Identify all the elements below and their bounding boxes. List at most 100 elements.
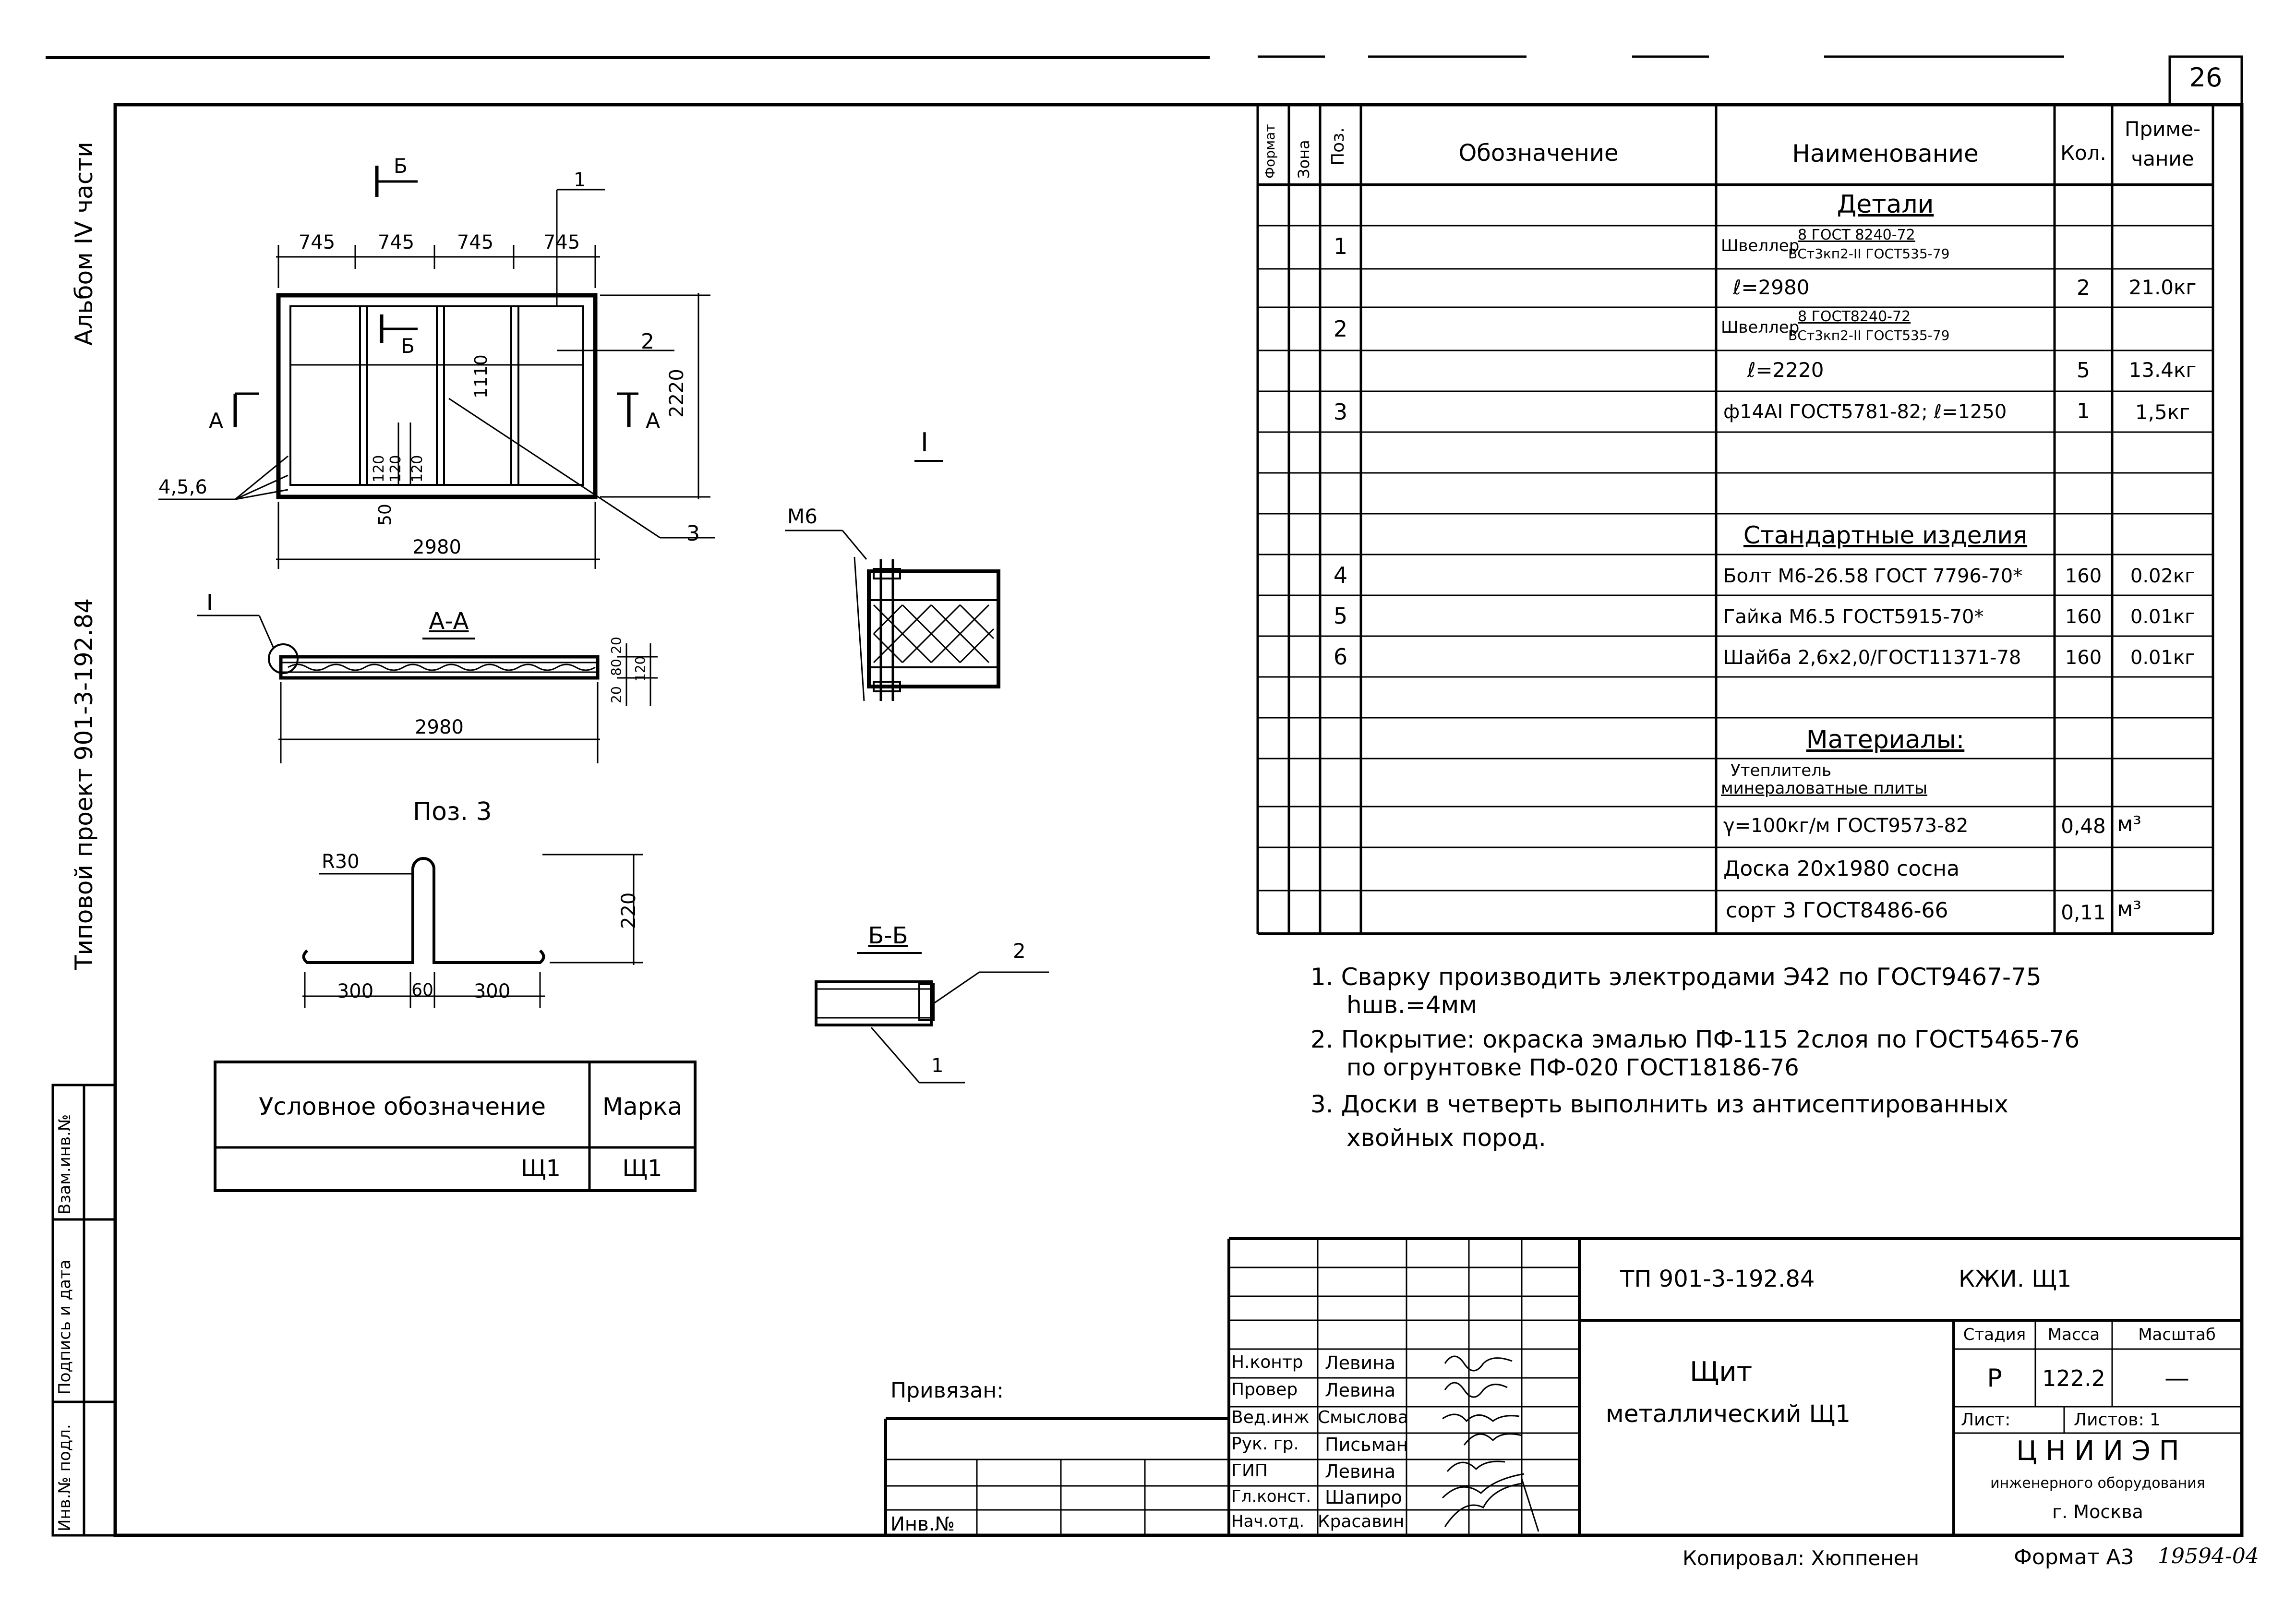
spec-r5-note: 0.01кг	[2130, 606, 2195, 628]
tb-name-7: Красавин	[1318, 1512, 1405, 1532]
tb-name-5: Левина	[1325, 1461, 1396, 1482]
plan-dim-1110: 1110	[471, 354, 491, 398]
plan-dim-120c: 120	[409, 455, 426, 482]
legend-col1-header: Условное обозначение	[258, 1093, 546, 1121]
section-aa-dim-120: 120	[632, 656, 648, 682]
spec-r5-pos: 5	[1333, 603, 1348, 629]
spec-r3-pos: 3	[1333, 399, 1348, 425]
legend-val2: Щ1	[622, 1155, 662, 1182]
spec-r2-qty: 5	[2077, 358, 2090, 383]
plan-dim-height: 2220	[666, 369, 688, 418]
section-aa-ref-i: I	[206, 590, 213, 615]
spec-r1-name: Швеллер	[1721, 236, 1800, 255]
section-aa-dim-len: 2980	[415, 716, 464, 738]
tb-project-code: ТП 901-3-192.84	[1620, 1266, 1815, 1292]
spec-r4-note: 0.02кг	[2130, 565, 2195, 587]
plan-dim-total: 2980	[412, 536, 461, 558]
tb-masshtab-header: Масштаб	[2138, 1325, 2216, 1344]
project-label: Типовой проект 901-3-192.84	[70, 598, 98, 970]
section-bb-leader-1: 1	[931, 1055, 944, 1077]
plan-cut-b-inner: Б	[401, 334, 415, 358]
section-bb-title: Б-Б	[868, 922, 908, 949]
plan-cut-a-left: А	[209, 409, 224, 433]
detail-i-title: I	[921, 427, 928, 458]
tb-name-3: Смыслова	[1318, 1408, 1408, 1427]
spec-header-name: Наименование	[1792, 140, 1979, 168]
tb-title-2: металлический Щ1	[1606, 1400, 1851, 1428]
note-3: 3. Доски в четверть выполнить из антисеп…	[1310, 1090, 2008, 1118]
spec-m1-line1: Утеплитель	[1731, 761, 1831, 780]
tb-name-4: Письман	[1325, 1434, 1408, 1455]
section-aa-dim-20a: 20	[608, 637, 624, 654]
stamp-podpis: Подпись и дата	[55, 1259, 74, 1395]
footer-doc-no: 19594-04	[2158, 1544, 2259, 1568]
plan-leader-1: 1	[574, 169, 586, 191]
spec-r6-note: 0.01кг	[2130, 647, 2195, 669]
spec-r1-len: ℓ=2980	[1733, 276, 1810, 299]
spec-r4-qty: 160	[2065, 565, 2102, 587]
tb-role-5: ГИП	[1231, 1461, 1268, 1481]
spec-r2-name: Швеллер	[1721, 318, 1800, 337]
tb-role-7: Нач.отд.	[1231, 1512, 1305, 1531]
spec-r1-note: 21.0кг	[2128, 276, 2197, 299]
tb-org-3: г. Москва	[2052, 1501, 2143, 1522]
tb-org-1: Ц Н И И Э П	[2016, 1435, 2179, 1467]
spec-r5-name: Гайка М6.5 ГОСТ5915-70*	[1723, 606, 1984, 628]
tb-massa: 122.2	[2042, 1365, 2105, 1391]
tb-massa-header: Масса	[2047, 1325, 2100, 1344]
pos3-dim-60: 60	[411, 980, 433, 1000]
spec-r4-name: Болт М6-26.58 ГОСТ 7796-70*	[1723, 565, 2023, 587]
spec-r3-qty: 1	[2077, 399, 2090, 423]
spec-r2-pos: 2	[1333, 316, 1348, 342]
tb-role-3: Вед.инж	[1231, 1408, 1310, 1427]
stamp-vzam: Взам.инв.№	[55, 1114, 74, 1215]
legend-val1: Щ1	[521, 1155, 561, 1182]
spec-r2-frac-bot: ВСт3кп2-II ГОСТ535-79	[1788, 327, 1950, 343]
spec-section-materials: Материалы:	[1806, 725, 1965, 754]
tb-masshtab: —	[2164, 1364, 2189, 1393]
note-2-cont: по огрунтовке ПФ-020 ГОСТ18186-76	[1346, 1054, 1799, 1081]
tb-stadiya-header: Стадия	[1963, 1325, 2026, 1344]
section-bb-leader-2: 2	[1013, 939, 1026, 963]
spec-header-note-2: чание	[2131, 147, 2194, 170]
tb-listov: Листов: 1	[2074, 1410, 2161, 1430]
plan-dim-top-3: 745	[457, 231, 494, 253]
tb-role-6: Гл.конст.	[1231, 1487, 1311, 1506]
spec-m1-qty: 0,48	[2061, 814, 2106, 838]
spec-m2-line1: Доска 20х1980 сосна	[1723, 856, 1960, 881]
plan-dim-top-4: 745	[543, 231, 580, 253]
pos3-r30: R30	[322, 851, 360, 873]
tb-org-2: инженерного оборудования	[1990, 1475, 2205, 1492]
tb-name-1: Левина	[1325, 1352, 1396, 1374]
pos3-dim-300b: 300	[473, 980, 511, 1002]
spec-section-standard: Стандартные изделия	[1743, 521, 2028, 549]
spec-header-designation: Обозначение	[1458, 140, 1619, 167]
pos3-dim-300a: 300	[337, 980, 374, 1002]
legend-col2-header: Марка	[602, 1093, 683, 1121]
spec-r3-name: ф14АI ГОСТ5781-82; ℓ=1250	[1723, 401, 2007, 423]
sheet-number: 26	[2189, 62, 2223, 93]
pos3-dim-220: 220	[618, 892, 640, 929]
plan-dim-50: 50	[375, 504, 395, 526]
spec-r1-qty: 2	[2077, 276, 2090, 300]
spec-header-zone: Зона	[1295, 140, 1313, 179]
footer-format: Формат А3	[2014, 1545, 2134, 1569]
spec-r4-pos: 4	[1333, 562, 1348, 588]
stamp-inv-podl: Инв.№ подл.	[55, 1424, 74, 1532]
plan-cut-b-top: Б	[394, 154, 408, 178]
tb-privyazan: Привязан:	[890, 1378, 1004, 1403]
plan-dim-top-1: 745	[298, 231, 336, 253]
tb-role-4: Рук. гр.	[1231, 1434, 1299, 1454]
plan-leader-456: 4,5,6	[158, 476, 207, 498]
pos3-title: Поз. 3	[413, 797, 492, 826]
plan-cut-a-right: А	[646, 409, 661, 433]
plan-dim-top-2: 745	[377, 231, 415, 253]
section-aa-dim-20b: 20	[608, 686, 624, 703]
spec-r2-frac-top: 8 ГОСТ8240-72	[1798, 308, 1911, 325]
tb-inv: Инв.№	[890, 1513, 955, 1535]
spec-r2-len: ℓ=2220	[1747, 358, 1824, 382]
album-label: Альбом IV части	[70, 142, 98, 346]
detail-i-m6: М6	[787, 505, 817, 528]
